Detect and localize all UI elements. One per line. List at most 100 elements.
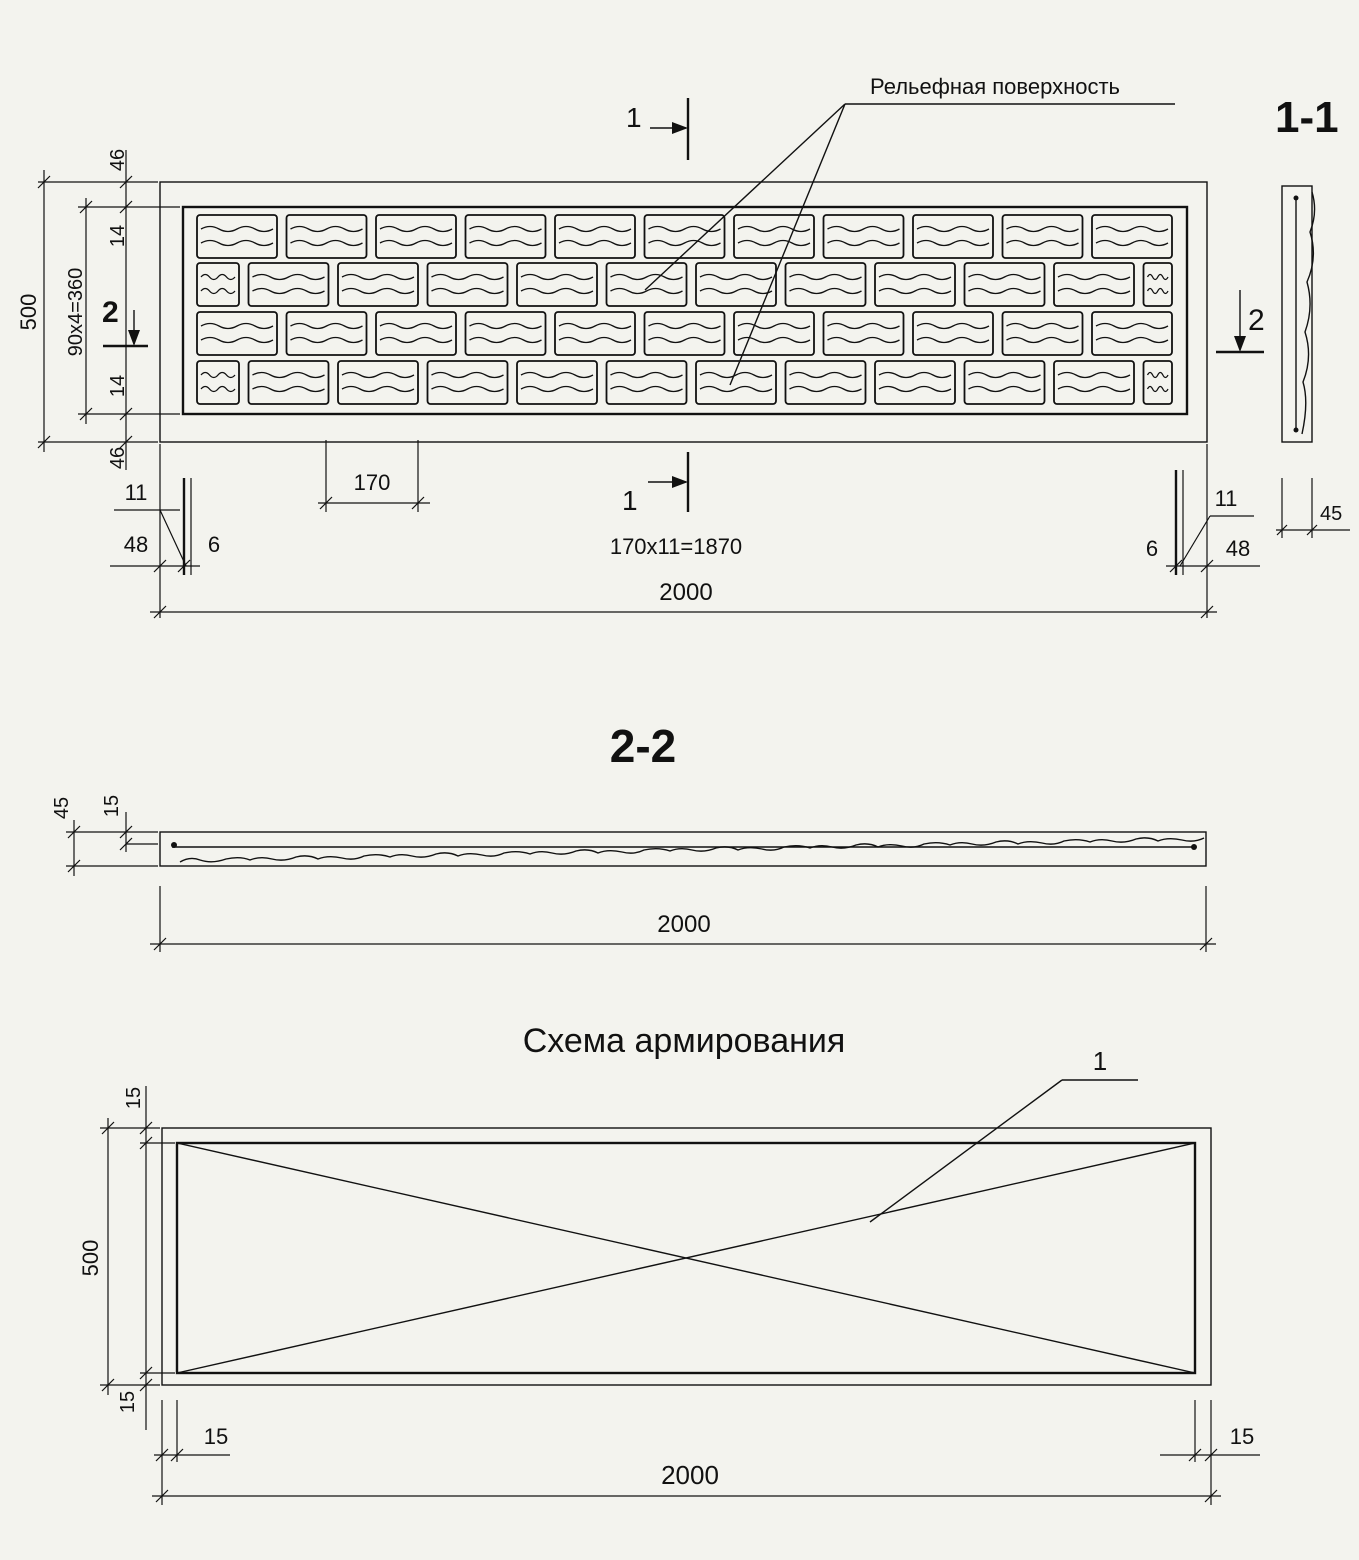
relief-wave bbox=[290, 336, 363, 344]
relief-brick bbox=[912, 214, 994, 259]
relief-wave bbox=[610, 273, 683, 281]
relief-wave bbox=[520, 287, 594, 295]
relief-wave bbox=[789, 371, 862, 379]
relief-wave bbox=[878, 273, 952, 281]
relief-brick bbox=[605, 360, 688, 405]
relief-wave bbox=[648, 239, 721, 247]
relief-brick bbox=[733, 214, 815, 259]
relief-wave bbox=[431, 273, 504, 281]
panel-plan-view bbox=[159, 181, 1208, 443]
relief-brick bbox=[285, 214, 368, 259]
relief-brick bbox=[516, 262, 598, 307]
section-2-2-thickness: 45 bbox=[51, 797, 73, 819]
relief-brick bbox=[1001, 311, 1084, 356]
cut-2-label-left: 2 bbox=[102, 296, 119, 329]
plan-vertical-dimensions: 500 90х4=360 46 14 14 46 bbox=[16, 149, 180, 470]
relief-wave bbox=[968, 273, 1041, 281]
relief-wave bbox=[1095, 336, 1169, 344]
relief-brick bbox=[605, 262, 688, 307]
reinforcement-position-1: 1 bbox=[1093, 1046, 1107, 1076]
plan-horizontal-dimensions: 170 2000 170х11=1870 48 11 6 11 48 6 bbox=[110, 440, 1260, 619]
relief-wave bbox=[789, 273, 862, 281]
relief-wave bbox=[1006, 239, 1079, 247]
relief-wave bbox=[431, 371, 504, 379]
relief-brick bbox=[464, 311, 547, 356]
reinforcement-cover-left: 15 bbox=[204, 1424, 228, 1449]
relief-wave bbox=[699, 371, 773, 379]
relief-wave bbox=[610, 385, 683, 393]
relief-wave bbox=[431, 385, 504, 393]
relief-wave bbox=[520, 273, 594, 281]
section-1-marker-bottom: 1 bbox=[622, 452, 690, 516]
relief-wave bbox=[610, 287, 683, 295]
reinforcement-scheme: Схема армирования 1 500 15 15 15 bbox=[78, 1022, 1260, 1505]
relief-surface-callout: Рельефная поверхность bbox=[644, 74, 1175, 386]
relief-brick bbox=[196, 360, 240, 405]
relief-wave bbox=[252, 371, 325, 379]
relief-wave bbox=[648, 322, 721, 330]
relief-wave bbox=[558, 336, 632, 344]
relief-brick bbox=[247, 262, 330, 307]
relief-brick bbox=[375, 214, 457, 259]
relief-wave bbox=[431, 287, 504, 295]
plan-left-offset: 48 bbox=[124, 532, 148, 557]
relief-wave bbox=[290, 322, 363, 330]
cut-2-label-right: 2 bbox=[1248, 304, 1265, 337]
relief-wave bbox=[1095, 225, 1169, 233]
relief-brick bbox=[426, 262, 509, 307]
relief-wave bbox=[379, 239, 453, 247]
relief-wave bbox=[968, 385, 1041, 393]
section-1-1-view: 1-1 45 bbox=[1275, 93, 1350, 538]
panel-outline bbox=[159, 181, 1208, 443]
section-2-2-length: 2000 bbox=[657, 911, 710, 938]
relief-wave bbox=[916, 239, 990, 247]
relief-brick bbox=[375, 311, 457, 356]
relief-wave bbox=[1146, 273, 1169, 281]
plan-right-gap-b: 6 bbox=[1146, 536, 1158, 561]
relief-wave bbox=[737, 239, 811, 247]
relief-wave bbox=[252, 287, 325, 295]
section-2-2-title: 2-2 bbox=[610, 720, 676, 772]
relief-wave bbox=[469, 336, 542, 344]
relief-wave bbox=[200, 322, 274, 330]
plan-edge-top: 46 bbox=[107, 149, 129, 171]
reinforcement-length: 2000 bbox=[661, 1460, 719, 1490]
relief-wave bbox=[699, 273, 773, 281]
relief-wave bbox=[1095, 239, 1169, 247]
relief-wave bbox=[1057, 371, 1131, 379]
relief-wave bbox=[341, 273, 415, 281]
relief-brick bbox=[1053, 262, 1135, 307]
plan-left-gap-b: 6 bbox=[208, 532, 220, 557]
relief-wave bbox=[827, 225, 900, 233]
relief-wave bbox=[1057, 385, 1131, 393]
relief-wave bbox=[916, 322, 990, 330]
plan-edge-bottom: 46 bbox=[107, 447, 129, 469]
relief-field-outline bbox=[181, 205, 1189, 416]
relief-wave bbox=[200, 273, 236, 281]
relief-wave bbox=[789, 287, 862, 295]
relief-wave bbox=[1006, 225, 1079, 233]
relief-wave bbox=[290, 225, 363, 233]
relief-brick bbox=[464, 214, 547, 259]
plan-left-gap-a: 11 bbox=[125, 480, 148, 505]
plan-brick-series: 170х11=1870 bbox=[610, 534, 742, 559]
relief-wave bbox=[379, 225, 453, 233]
plan-inner-offset-bottom: 14 bbox=[107, 375, 129, 397]
section-1-1-thickness: 45 bbox=[1320, 503, 1342, 525]
section-2-2-cover: 15 bbox=[101, 795, 123, 817]
relief-brick bbox=[196, 311, 278, 356]
relief-wave bbox=[200, 225, 274, 233]
relief-wave bbox=[200, 371, 236, 379]
relief-wave bbox=[200, 287, 236, 295]
relief-wave bbox=[968, 287, 1041, 295]
relief-wave bbox=[916, 336, 990, 344]
plan-row-pitch: 90х4=360 bbox=[65, 268, 87, 356]
relief-wave bbox=[252, 385, 325, 393]
relief-brick bbox=[963, 360, 1046, 405]
cut-1-label-bottom: 1 bbox=[622, 485, 638, 516]
relief-brick bbox=[1142, 360, 1173, 405]
section-2-2-view: 2-2 45 15 2000 bbox=[51, 720, 1216, 952]
cut-1-label-top: 1 bbox=[626, 102, 642, 133]
plan-inner-offset-top: 14 bbox=[107, 225, 129, 247]
